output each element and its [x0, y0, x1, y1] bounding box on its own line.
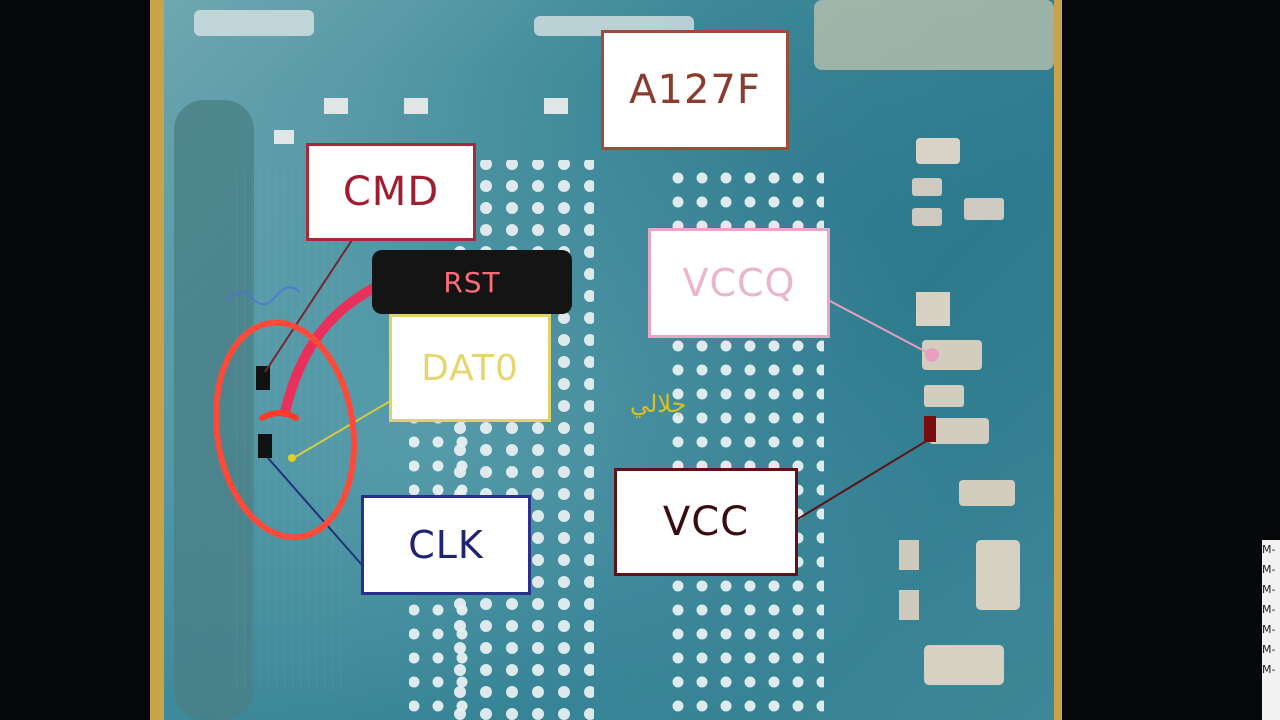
dat0-label: DAT0	[389, 314, 551, 422]
component	[924, 645, 1004, 685]
handwritten-note: جلالي	[630, 390, 687, 418]
component	[324, 98, 348, 114]
cmd-pad	[256, 366, 270, 390]
component	[899, 590, 919, 620]
list-item: M-	[1262, 643, 1276, 656]
left-trace-region	[234, 170, 344, 690]
edge-list: M- M- M- M- M- M- M-	[1262, 540, 1280, 720]
rst-label: RST	[372, 250, 572, 314]
component	[404, 98, 428, 114]
component	[922, 340, 982, 370]
vccq-label: VCCQ	[648, 228, 830, 338]
component	[959, 480, 1015, 506]
list-item: M-	[1262, 543, 1276, 556]
clk-label: CLK	[361, 495, 531, 595]
component	[929, 418, 989, 444]
list-item: M-	[1262, 583, 1276, 596]
component	[194, 10, 314, 36]
component	[924, 385, 964, 407]
list-item: M-	[1262, 563, 1276, 576]
cmd-label: CMD	[306, 143, 476, 241]
component	[899, 540, 919, 570]
component	[916, 292, 950, 326]
list-item: M-	[1262, 663, 1276, 676]
bga-array-left	[454, 160, 594, 720]
list-item: M-	[1262, 623, 1276, 636]
component	[912, 208, 942, 226]
vcc-pad	[924, 416, 936, 442]
component	[912, 178, 942, 196]
component	[274, 130, 294, 144]
component	[814, 0, 1054, 70]
component	[964, 198, 1004, 220]
vcc-label: VCC	[614, 468, 798, 576]
component	[976, 540, 1020, 610]
component	[544, 98, 568, 114]
list-item: M-	[1262, 603, 1276, 616]
clk-pad	[258, 434, 272, 458]
model-label: A127F	[601, 30, 789, 150]
vccq-pad	[925, 348, 939, 362]
component	[916, 138, 960, 164]
